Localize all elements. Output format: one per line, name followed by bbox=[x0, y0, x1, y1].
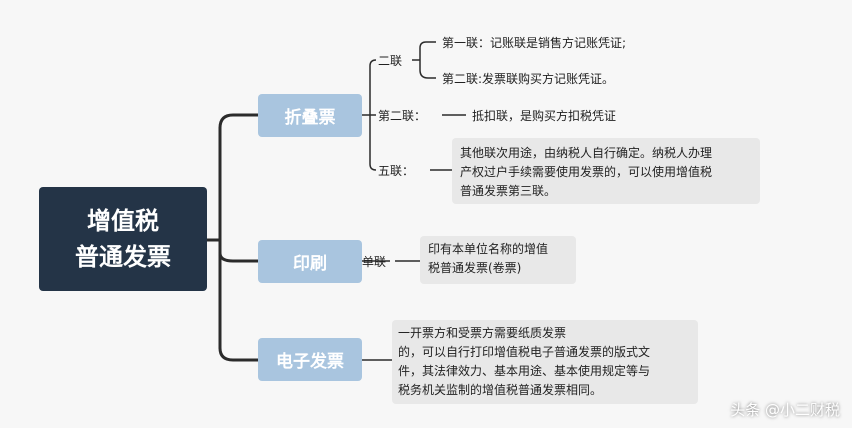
erlian-item-1: 第一联：记账联是销售方记账凭证; bbox=[442, 36, 627, 50]
sub-erlian-label: 二联 bbox=[378, 54, 403, 68]
sub-wulian-label: 五联： bbox=[378, 164, 415, 178]
root-title-line2: 普通发票 bbox=[75, 243, 171, 271]
danlian-description: 印有本单位名称的增值 税普通发票(卷票) bbox=[420, 236, 576, 284]
erlian-item-2: 第二联:发票联购买方记账凭证。 bbox=[442, 72, 615, 86]
danlian-line-2: 税普通发票(卷票) bbox=[428, 261, 522, 275]
dierlian-item: 抵扣联，是购买方扣税凭证 bbox=[472, 109, 617, 123]
root-title-line1: 增值税 bbox=[87, 207, 159, 235]
branch-zhedie-label: 折叠票 bbox=[284, 108, 336, 128]
dianzi-line-4: 税务机关监制的增值税普通发票相同。 bbox=[398, 383, 603, 397]
sub-danlian-label: 单联 bbox=[362, 255, 387, 269]
wulian-line-2: 产权过户手续需要使用发票的，可以使用增值税 bbox=[460, 165, 713, 179]
wulian-description: 其他联次用途，由纳税人自行确定。纳税人办理 产权过户手续需要使用发票的，可以使用… bbox=[452, 138, 760, 204]
dianzi-line-1: 一开票方和受票方需要纸质发票 bbox=[398, 326, 567, 340]
branch-zhedie: 折叠票 bbox=[258, 94, 362, 137]
sub-dierlian-label: 第二联： bbox=[378, 109, 427, 123]
dianzi-line-3: 件，其法律效力、基本用途、基本使用规定等与 bbox=[398, 364, 651, 378]
branch-dianzi: 电子发票 bbox=[258, 338, 362, 381]
branch-yinshua: 印刷 bbox=[258, 240, 362, 283]
watermark: 头条 @小二财税 bbox=[730, 401, 840, 419]
branch-yinshua-label: 印刷 bbox=[293, 254, 327, 274]
root-node: 增值税 普通发票 bbox=[39, 187, 207, 291]
dianzi-description: 一开票方和受票方需要纸质发票 的，可以自行打印增值税电子普通发票的版式文 件，其… bbox=[392, 320, 698, 404]
wulian-line-1: 其他联次用途，由纳税人自行确定。纳税人办理 bbox=[460, 146, 713, 160]
branch-dianzi-label: 电子发票 bbox=[276, 352, 344, 372]
danlian-line-1: 印有本单位名称的增值 bbox=[428, 242, 549, 256]
dianzi-line-2: 的，可以自行打印增值税电子普通发票的版式文 bbox=[398, 345, 651, 359]
wulian-line-3: 普通发票第三联。 bbox=[460, 184, 557, 198]
